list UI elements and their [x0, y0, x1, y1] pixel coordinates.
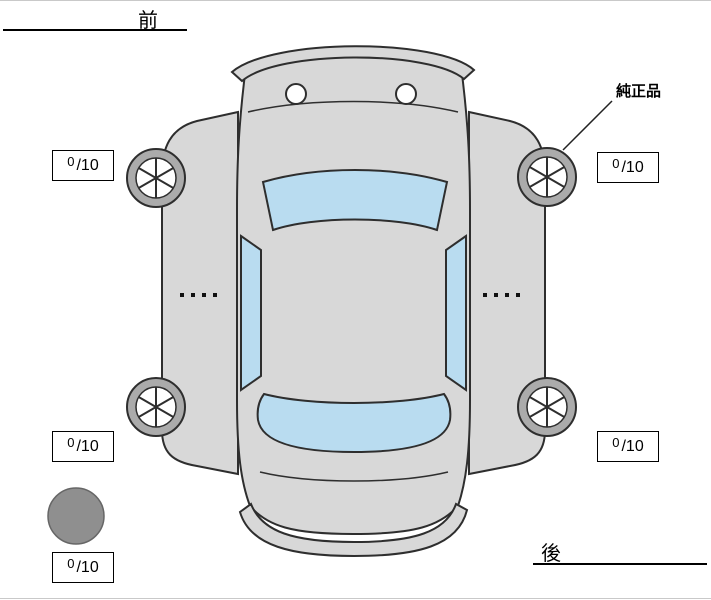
score-denominator: /10 [621, 437, 644, 455]
car-body [236, 54, 471, 536]
left-door-panel [161, 110, 239, 476]
wheel-spokes [529, 387, 565, 427]
wheel-spokes [138, 387, 174, 427]
bottom-border-line [0, 598, 711, 599]
rear-bumper [238, 502, 469, 558]
wheel-spokes [138, 158, 174, 198]
headlight-washer-right [395, 83, 417, 105]
right-side-window [445, 234, 467, 392]
score-box-front-right: 0 /10 [597, 152, 659, 183]
spare-tire-circle [47, 487, 105, 545]
rear-label: 後 [541, 543, 561, 565]
score-numerator: 0 [612, 156, 620, 171]
top-border-line [0, 0, 711, 1]
tread-dots-right [483, 293, 520, 297]
rear-window [256, 392, 452, 454]
genuine-part-leader-line [562, 100, 613, 151]
score-denominator: /10 [621, 158, 644, 176]
rear-underline [533, 563, 707, 565]
genuine-part-label: 純正品 [616, 83, 662, 100]
score-numerator: 0 [612, 435, 620, 450]
left-side-window [240, 234, 262, 392]
score-box-rear-left: 0 /10 [52, 431, 114, 462]
score-denominator: /10 [76, 156, 99, 174]
score-box-rear-right: 0 /10 [597, 431, 659, 462]
wheel-spokes [529, 157, 565, 197]
score-box-spare: 0 /10 [52, 552, 114, 583]
hood-line [247, 100, 459, 113]
score-denominator: /10 [76, 558, 99, 576]
front-spoiler [230, 45, 476, 83]
wheel-rear-left [126, 377, 186, 437]
score-box-front-left: 0 /10 [52, 150, 114, 181]
tread-dots-left [180, 293, 217, 297]
trunk-line [259, 471, 449, 482]
wheel-front-left [126, 148, 186, 208]
windshield [261, 169, 449, 232]
score-numerator: 0 [67, 556, 75, 571]
score-denominator: /10 [76, 437, 99, 455]
score-numerator: 0 [67, 154, 75, 169]
score-numerator: 0 [67, 435, 75, 450]
headlight-washer-left [285, 83, 307, 105]
front-underline [3, 29, 187, 31]
wheel-front-right [517, 147, 577, 207]
wheel-rear-right [517, 377, 577, 437]
front-label: 前 [138, 10, 158, 32]
